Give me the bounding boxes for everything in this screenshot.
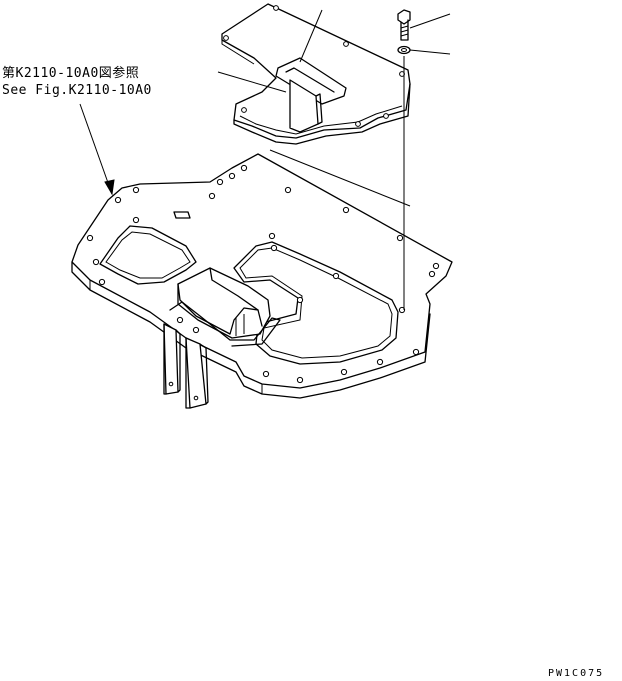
suction-hood bbox=[169, 267, 281, 347]
leader-lines bbox=[79, 9, 451, 207]
oil-pan-plate bbox=[71, 153, 453, 399]
reference-note-japanese: 第K2110-10A0図参照 bbox=[2, 66, 140, 81]
reference-note-english: See Fig.K2110-10A0 bbox=[2, 83, 152, 98]
strainer-tube bbox=[275, 57, 347, 133]
washer bbox=[397, 45, 411, 55]
bolt bbox=[397, 9, 411, 41]
drawing-code: PW1C075 bbox=[548, 668, 605, 679]
support-brackets bbox=[163, 323, 209, 409]
